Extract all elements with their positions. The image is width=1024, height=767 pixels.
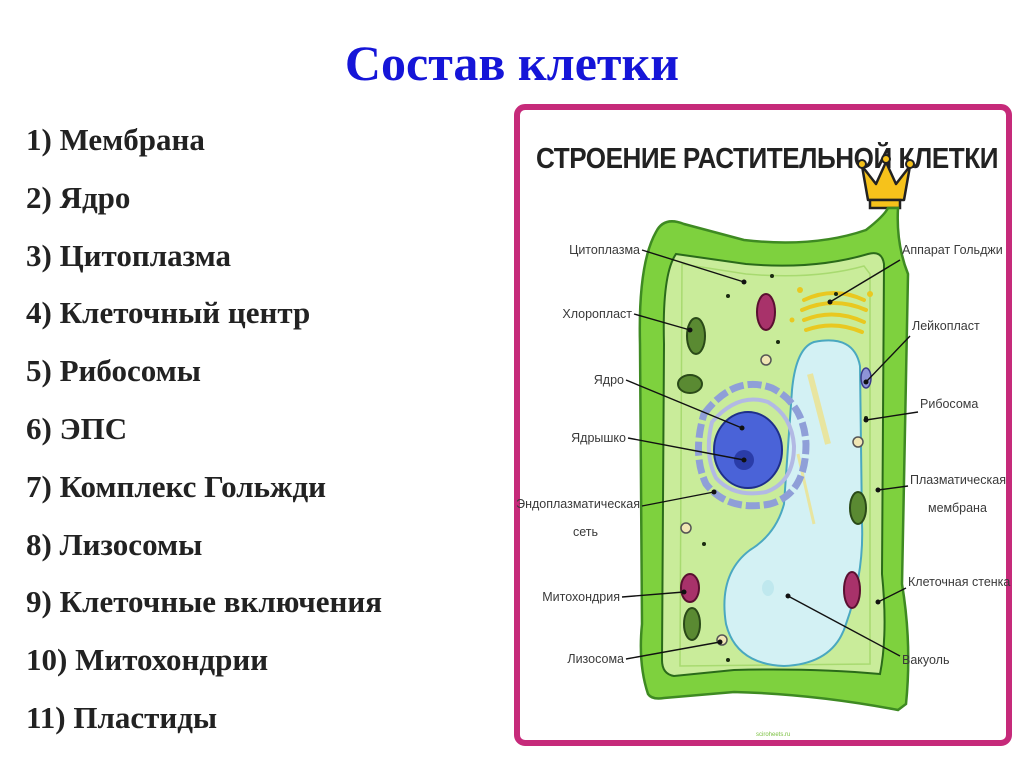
label-golgi: Аппарат Гольджи bbox=[827, 243, 1003, 305]
label-cytoplasm: Цитоплазма bbox=[569, 243, 747, 285]
svg-text:Плазматическая: Плазматическая bbox=[910, 473, 1006, 487]
svg-text:Рибосома: Рибосома bbox=[920, 397, 978, 411]
list-item: 11) Пластиды bbox=[26, 699, 218, 735]
label-leucoplast: Лейкопласт bbox=[863, 319, 980, 385]
svg-text:Лейкопласт: Лейкопласт bbox=[912, 319, 980, 333]
list-item: 8) Лизосомы bbox=[26, 526, 203, 562]
organelle-list: 1) Мембрана 2) Ядро 3) Цитоплазма 4) Кле… bbox=[26, 120, 382, 756]
label-cell-wall: Клеточная стенка bbox=[875, 575, 1010, 605]
vacuole bbox=[723, 339, 864, 668]
svg-text:Лизосома: Лизосома bbox=[567, 652, 624, 666]
label-nucleus: Ядро bbox=[594, 373, 745, 431]
chloroplast bbox=[677, 317, 867, 641]
list-item: 5) Рибосомы bbox=[26, 353, 201, 389]
svg-text:Эндоплазматическая: Эндоплазматическая bbox=[516, 497, 640, 511]
label-mitochondrion: Митохондрия bbox=[542, 589, 687, 604]
slide-title: Состав клетки bbox=[344, 35, 680, 91]
svg-text:Клеточная стенка: Клеточная стенка bbox=[908, 575, 1010, 589]
svg-text:Митохондрия: Митохондрия bbox=[542, 590, 620, 604]
poster-title: СТРОЕНИЕ РАСТИТЕЛЬНОЙ КЛЕТКИ bbox=[536, 141, 998, 175]
leucoplast bbox=[860, 367, 872, 389]
list-item: 9) Клеточные включения bbox=[26, 584, 383, 620]
list-item: 4) Клеточный центр bbox=[26, 295, 311, 331]
svg-text:Хлоропласт: Хлоропласт bbox=[562, 307, 632, 321]
list-item: 1) Мембрана bbox=[26, 122, 205, 157]
label-lysosome: Лизосома bbox=[567, 639, 723, 666]
list-item: 6) ЭПС bbox=[26, 410, 128, 446]
svg-text:мембрана: мембрана bbox=[928, 501, 987, 515]
poster-credit: sciroheets.ru bbox=[756, 732, 790, 738]
golgi-apparatus bbox=[800, 291, 868, 334]
svg-text:Ядрышко: Ядрышко bbox=[571, 431, 626, 445]
svg-text:Вакуоль: Вакуоль bbox=[902, 653, 949, 667]
crown-icon bbox=[857, 154, 915, 210]
label-chloroplast: Хлоропласт bbox=[562, 307, 693, 333]
list-item: 3) Цитоплазма bbox=[26, 237, 232, 273]
svg-text:Аппарат Гольджи: Аппарат Гольджи bbox=[902, 243, 1003, 257]
svg-text:сеть: сеть bbox=[573, 525, 598, 539]
label-vacuole: Вакуоль bbox=[785, 593, 949, 667]
svg-text:Цитоплазма: Цитоплазма bbox=[569, 243, 640, 257]
list-item: 2) Ядро bbox=[26, 179, 131, 215]
mitochondrion bbox=[680, 293, 861, 609]
label-er: Эндоплазматическая сеть bbox=[516, 489, 717, 539]
list-item: 7) Комплекс Гольжди bbox=[26, 468, 327, 504]
label-nucleolus: Ядрышко bbox=[571, 431, 747, 463]
list-item: 10) Митохондрии bbox=[26, 642, 269, 678]
plant-cell-poster: СТРОЕНИЕ РАСТИТЕЛЬНОЙ КЛЕТКИ bbox=[514, 104, 1012, 746]
label-ribosome: Рибосома bbox=[863, 397, 978, 423]
svg-text:Ядро: Ядро bbox=[594, 373, 624, 387]
label-plasma-membrane: Плазматическая мембрана bbox=[875, 473, 1006, 515]
